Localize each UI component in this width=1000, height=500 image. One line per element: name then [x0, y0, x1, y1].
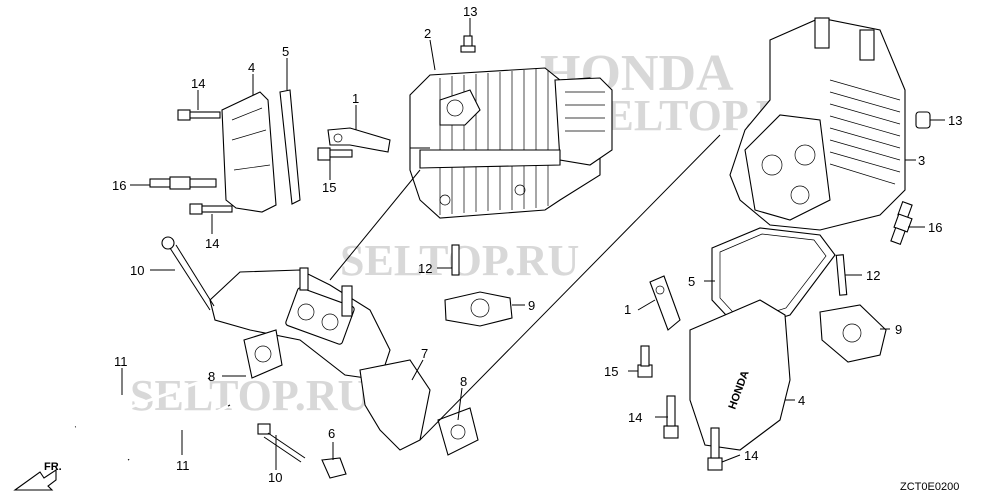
front-direction-label: FR. — [44, 461, 62, 473]
callout-label: 13 — [948, 113, 962, 128]
manifold-left — [209, 267, 391, 381]
bracket-7 — [359, 359, 431, 451]
bracket-1-right — [649, 275, 681, 331]
clip-6 — [321, 457, 347, 479]
bolt-14-upper-left — [177, 109, 221, 121]
callout-label: 6 — [328, 426, 335, 441]
bolt-14-right-upper — [663, 395, 679, 439]
stud-11-upper — [74, 377, 211, 429]
stud-11-lower — [127, 404, 231, 461]
callout-label: 5 — [688, 274, 695, 289]
callout-label: 2 — [424, 26, 431, 41]
callout-label: 8 — [460, 374, 467, 389]
cylinder-head-3 — [729, 17, 906, 231]
cover-4-right: HONDA — [689, 299, 791, 451]
watermark-text: SELTOP.RU — [340, 236, 579, 285]
callout-label: 11 — [176, 458, 190, 473]
bolt-10-upper — [161, 236, 215, 311]
stud-12-left — [451, 244, 460, 276]
callout-label: 4 — [798, 393, 805, 408]
gasket-9-right — [819, 304, 887, 363]
callout-label: 1 — [624, 302, 631, 317]
callout-label: 16 — [112, 178, 126, 193]
bracket-1-left — [327, 127, 391, 153]
callout-numbers: 13 2 5 4 14 1 16 15 14 10 12 9 8 7 8 11 … — [112, 4, 962, 485]
nut-13-right — [915, 111, 931, 129]
gasket-5-right — [711, 227, 836, 331]
gasket-9-left — [444, 291, 513, 327]
bolt-10-lower — [257, 423, 306, 463]
bolt-14-right-lower — [707, 427, 723, 471]
callout-label: 15 — [604, 364, 618, 379]
watermark-text: SELTOP.RU — [130, 371, 369, 420]
callout-label: 4 — [248, 60, 255, 75]
callout-label: 12 — [866, 268, 880, 283]
bolt-15-left — [317, 147, 353, 161]
callout-label: 7 — [421, 346, 428, 361]
spark-plug-16-right — [890, 201, 913, 245]
callout-label: 10 — [268, 470, 282, 485]
callout-label: 3 — [918, 153, 925, 168]
drawing-code: ZCT0E0200 — [900, 481, 959, 493]
callout-label: 14 — [628, 410, 642, 425]
callout-label: 16 — [928, 220, 942, 235]
callout-label: 11 — [114, 354, 128, 369]
callout-label: 13 — [463, 4, 477, 19]
callout-label: 10 — [130, 263, 144, 278]
cover-4-left — [221, 91, 277, 213]
callout-label: 9 — [528, 298, 535, 313]
spark-plug-16-left — [149, 176, 217, 190]
callout-leaders — [121, 18, 945, 470]
callout-label: 12 — [418, 261, 432, 276]
gasket-5-left — [279, 89, 301, 205]
cylinder-assembly — [409, 67, 613, 219]
bolt-14-lower-left — [189, 203, 233, 215]
callout-label: 1 — [352, 91, 359, 106]
callout-label: 14 — [191, 76, 205, 91]
bolt-13-top — [460, 35, 476, 53]
callout-label: 5 — [282, 44, 289, 59]
callout-label: 8 — [208, 369, 215, 384]
front-direction-arrow-icon: FR. — [13, 461, 62, 491]
gasket-8-left — [243, 329, 283, 379]
callout-label: 9 — [895, 322, 902, 337]
bolt-15-right — [637, 345, 653, 378]
stud-12-right — [835, 254, 848, 296]
callout-label: 14 — [744, 448, 758, 463]
callout-label: 14 — [205, 236, 219, 251]
callout-label: 15 — [322, 180, 336, 195]
